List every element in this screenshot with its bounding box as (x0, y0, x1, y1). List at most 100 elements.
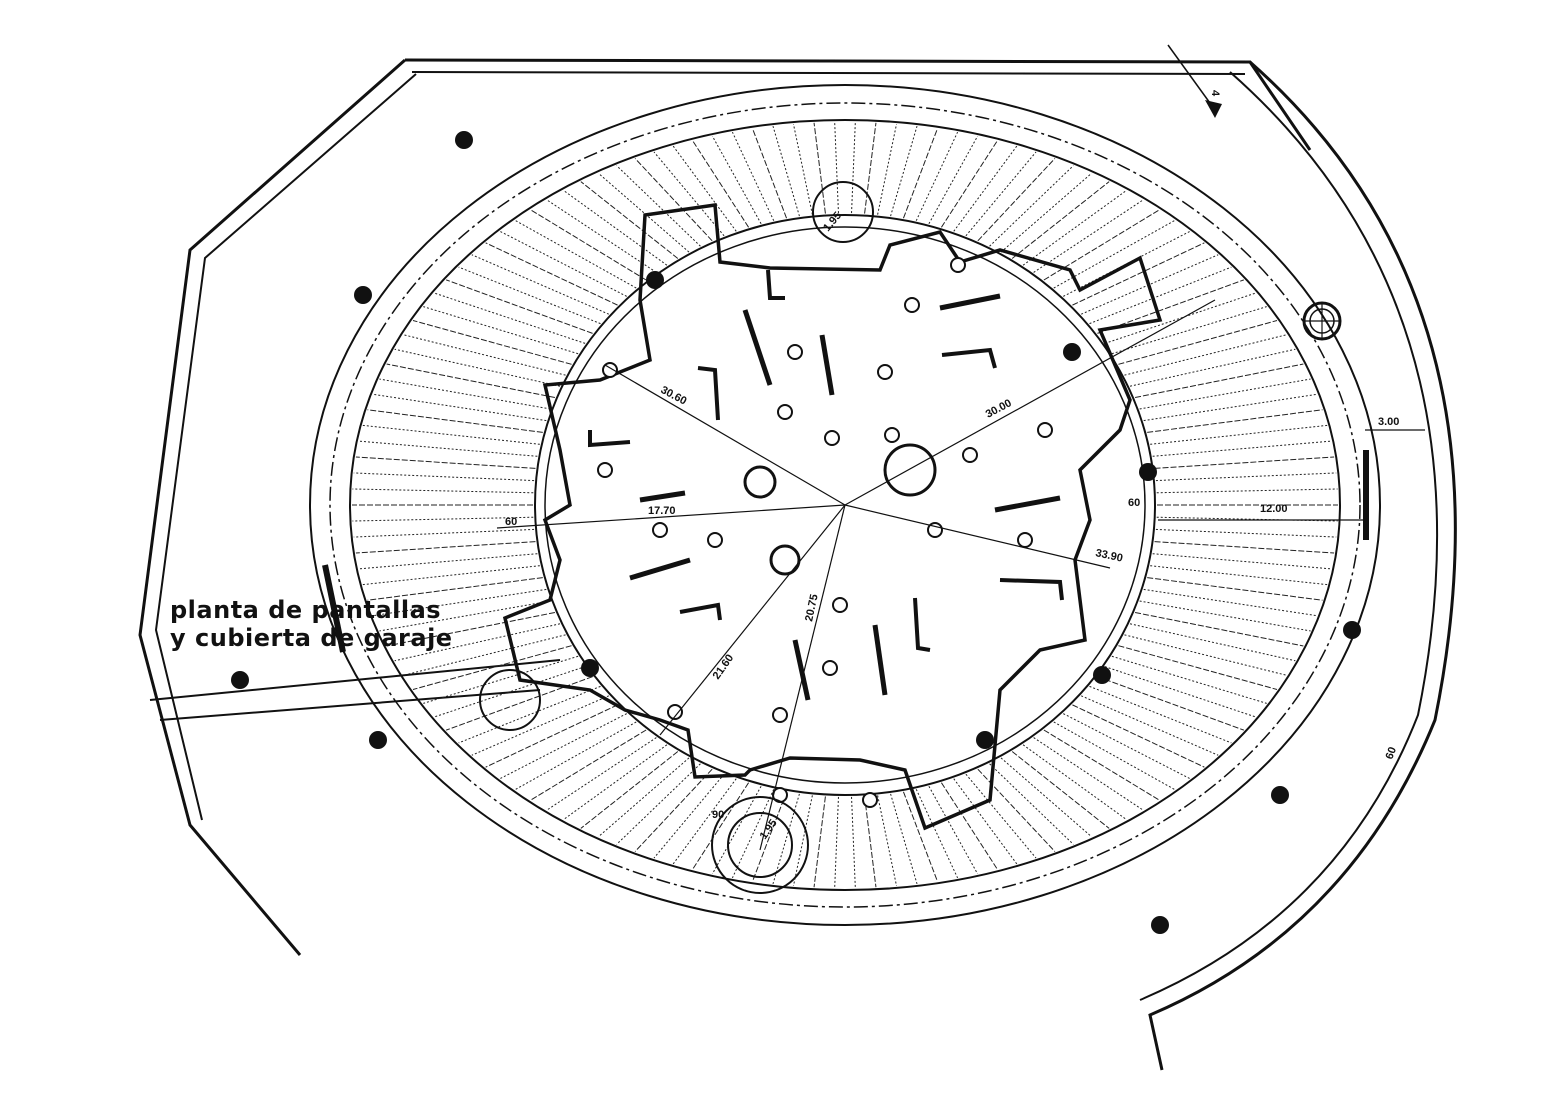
ramp-stripe (752, 128, 788, 219)
column-hollow (667, 704, 683, 720)
ramp-stripe (1147, 577, 1323, 601)
dim-4: 4 (1209, 90, 1221, 97)
ramp-stripe (563, 744, 668, 820)
ramp-stripe (915, 789, 959, 879)
ramp-stripe (471, 254, 610, 315)
ramp-stripe (902, 791, 938, 882)
column-hollow (877, 364, 893, 380)
ramp-stripe (977, 158, 1056, 242)
ramp-stripe (367, 409, 543, 433)
ramp-stripes (352, 122, 1338, 888)
ramp-stripe (792, 123, 813, 215)
ramp-stripe (813, 122, 826, 214)
ramp-stripe (1156, 488, 1338, 494)
ramp-stripe (434, 292, 586, 344)
dim-1-95-bottom: 1.95 (758, 817, 780, 841)
ramp-stripe (772, 125, 800, 217)
ramp-stripe (1147, 409, 1323, 433)
ramp-stripe (1043, 729, 1160, 801)
dim-1-95-top: 1.95 (821, 210, 844, 234)
ramp-stripe (546, 737, 657, 811)
ramp-stripe (1080, 695, 1219, 756)
ramp-stripe (1150, 565, 1328, 586)
ramp-stripe (1097, 279, 1245, 334)
dim-60-right: 60 (1128, 497, 1140, 509)
ramp-stripe (458, 685, 601, 744)
ramp-stripe (1063, 713, 1191, 780)
column (1139, 463, 1157, 481)
column-hollow (884, 427, 900, 443)
ramp-stripe (1000, 757, 1092, 838)
ramp-stripe (864, 796, 877, 888)
plan-caption: planta de pantallas y cubierta de garaje (170, 596, 453, 652)
ramp-stripe (953, 145, 1018, 232)
dim-33-90: 33.90 (1094, 547, 1123, 564)
ramp-stripe (711, 135, 762, 224)
column (1093, 666, 1111, 684)
ramp-stripe (653, 151, 725, 237)
ramp-stripe (1129, 623, 1296, 662)
ramp-stripe (355, 456, 536, 469)
ramp-stripe (1104, 292, 1256, 344)
ramp-stripe (1118, 645, 1278, 690)
ramp-stripe (940, 140, 998, 228)
ramp-stripe (616, 763, 701, 845)
ramp-stripe (1043, 209, 1160, 281)
column (976, 731, 994, 749)
column (455, 131, 473, 149)
ramp-stripe (1089, 685, 1232, 744)
ramp-stripe (890, 125, 918, 217)
ramp-stripe (864, 122, 877, 214)
ramp-stripe (1134, 612, 1304, 647)
dim-90: 90 (712, 809, 724, 821)
ramp-stripe (1022, 744, 1127, 820)
column-hollow (772, 707, 788, 723)
ramp-stripe (394, 623, 561, 662)
column-hollow (950, 257, 966, 273)
ramp-stripe (915, 131, 959, 221)
ramp-stripe (1139, 600, 1311, 632)
ramp-stripe (977, 768, 1056, 852)
ramp-stripe (928, 786, 979, 875)
ramp-stripe (1033, 199, 1144, 273)
ramp-stripe (1089, 266, 1232, 325)
ramp-stripe (1111, 655, 1267, 704)
ramp-stripe (386, 612, 556, 647)
ramp-stripe (358, 440, 538, 457)
ramp-stripe (711, 786, 762, 875)
ramp-stripe (731, 789, 775, 879)
ramp-stripe (1111, 306, 1267, 355)
column (1343, 621, 1361, 639)
ramp-stripe (353, 472, 535, 482)
ramp-stripe (616, 165, 701, 247)
ramp-stripe (902, 128, 938, 219)
ramp-stripe (940, 782, 998, 870)
ramp-stripe (372, 588, 547, 617)
dim-60-left: 60 (505, 516, 517, 528)
ramp-stripe (1104, 666, 1256, 718)
column (231, 671, 249, 689)
ramp-stripe (851, 796, 856, 888)
ramp-stripe (731, 131, 775, 221)
ramp-stripe (530, 729, 647, 801)
ramp-stripe (1143, 393, 1318, 422)
ramp-stripe (423, 655, 579, 704)
ramp-stripe (890, 793, 918, 885)
ramp-stripe (772, 793, 800, 885)
column-hollow (652, 522, 668, 538)
column-hollow (824, 430, 840, 446)
ramp-stripe (1155, 528, 1337, 538)
ramp-stripe (1000, 172, 1092, 253)
column (581, 659, 599, 677)
column (1271, 786, 1289, 804)
dim-20-75: 20.75 (803, 593, 820, 622)
ramp-stripe (412, 645, 572, 690)
ramp-stripe (877, 795, 898, 887)
ramp-stripe (580, 751, 679, 829)
ramp-stripe (580, 181, 679, 259)
ramp-stripe (445, 279, 593, 334)
ramp-stripe (358, 553, 538, 570)
ramp-stripe (514, 721, 637, 791)
ramp-stripe (445, 676, 593, 731)
